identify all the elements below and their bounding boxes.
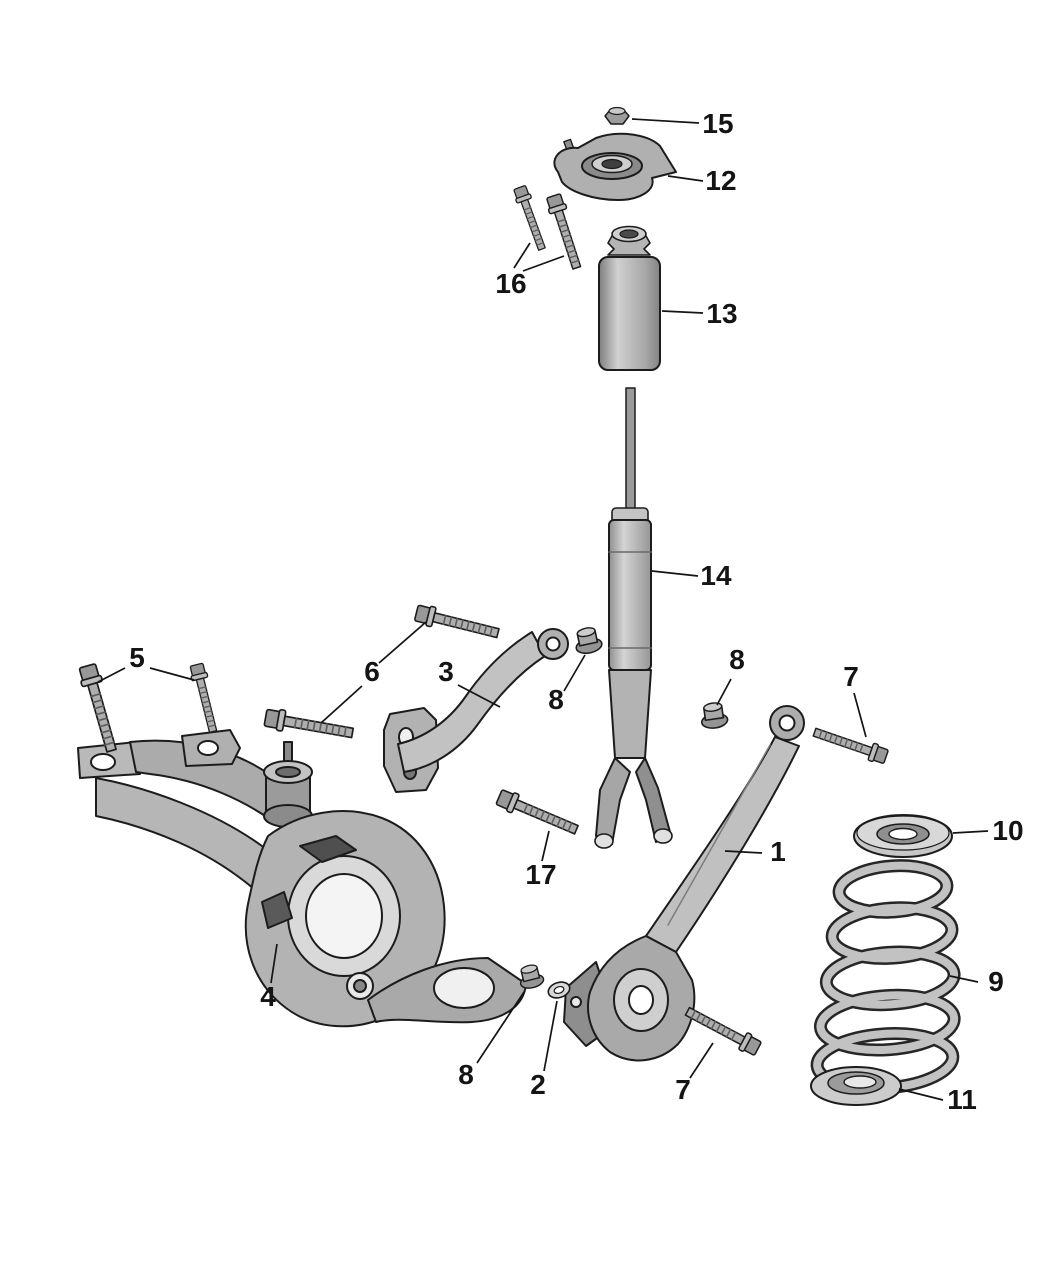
callout-13-dust-boot: 13 <box>706 298 737 329</box>
isolator-bottom-hole <box>843 1075 877 1089</box>
leader-line-8-nut <box>563 654 586 692</box>
knuckle-small-hole-inner <box>353 979 367 993</box>
lower-arm-eye-hole <box>778 714 796 732</box>
leader-line-3-upper-control-arm <box>457 684 501 708</box>
leader-line-16-bolt <box>522 255 565 272</box>
bolt-5-a <box>76 662 123 755</box>
leader-line-11-lower-spring-isolator <box>898 1088 944 1101</box>
clevis-eye-right <box>653 828 673 844</box>
bolt-16-b <box>544 192 587 272</box>
top-nut <box>604 106 630 125</box>
shock-absorber <box>594 387 673 849</box>
callout-7-bolt: 7 <box>675 1074 691 1105</box>
nut-8-c <box>516 962 546 992</box>
bolt-7-lower <box>682 1002 764 1058</box>
nut-8-b <box>698 700 730 731</box>
hub-opening <box>305 873 383 959</box>
leader-line-14-shock-absorber <box>651 570 699 577</box>
leader-line-7-bolt <box>853 692 867 738</box>
upper-arm-eye-hole <box>545 636 561 652</box>
shock-clevis-left <box>595 757 631 845</box>
leader-line-5-bolt <box>97 667 126 683</box>
clevis-eye-left <box>594 833 614 849</box>
boot-body <box>598 256 661 371</box>
callout-2-washer: 2 <box>530 1069 546 1100</box>
lower-arm-beam-ridge <box>667 744 771 926</box>
bolt-5-b <box>187 662 222 735</box>
lower-control-arm <box>563 705 805 1062</box>
callout-17-bolt: 17 <box>525 859 556 890</box>
leader-line-8-nut <box>476 991 525 1064</box>
bolt-6-lower <box>262 706 356 745</box>
leader-line-4-knuckle-assembly <box>270 943 278 984</box>
upper-shock-mount <box>553 132 677 201</box>
callout-9-coil-spring: 9 <box>988 966 1004 997</box>
callout-14-shock-absorber: 14 <box>700 560 732 591</box>
callout-8-nut: 8 <box>548 684 564 715</box>
washer-2 <box>547 981 571 999</box>
leader-line-13-dust-boot <box>661 310 704 314</box>
leader-line-17-bolt <box>541 830 550 862</box>
bushing-top-hole <box>275 766 301 778</box>
flat-arm-hole <box>433 967 495 1009</box>
top-nut-face <box>608 106 626 116</box>
coil-spring <box>810 859 961 1095</box>
leader-line-10-upper-spring-isolator <box>952 830 989 834</box>
callout-8-nut: 8 <box>729 644 745 675</box>
shock-rod <box>625 387 636 515</box>
leader-line-12-upper-shock-mount <box>667 175 704 182</box>
callout-10-upper-spring-isolator: 10 <box>992 815 1023 846</box>
upper-control-arm <box>383 628 569 793</box>
bolt-6-upper <box>413 602 502 644</box>
knuckle-web-1 <box>299 835 357 863</box>
callout-12-upper-shock-mount: 12 <box>705 165 736 196</box>
bolt-17 <box>494 786 582 840</box>
upper-arm-body <box>397 631 546 773</box>
leader-line-7-bolt <box>689 1042 714 1079</box>
shock-clevis-right <box>635 757 671 843</box>
callout-5-bolt: 5 <box>129 642 145 673</box>
washer-hole <box>553 985 565 995</box>
isolator-top-hole <box>888 827 918 841</box>
bracket-ring-hole <box>628 985 654 1015</box>
dust-boot <box>598 225 661 371</box>
callout-3-upper-control-arm: 3 <box>438 656 454 687</box>
leader-line-6-bolt <box>378 621 427 664</box>
upper-spring-isolator <box>853 814 953 858</box>
shock-lower-taper <box>608 669 652 759</box>
callout-8-nut: 8 <box>458 1059 474 1090</box>
leader-line-16-bolt <box>513 242 531 269</box>
lower-spring-isolator <box>810 1066 902 1106</box>
callout-11-lower-spring-isolator: 11 <box>947 1084 977 1115</box>
callout-1-lower-control-arm: 1 <box>770 836 786 867</box>
leader-line-6-bolt <box>320 685 363 724</box>
mount-tab-hole <box>90 753 116 771</box>
callout-4-knuckle-assembly: 4 <box>260 981 276 1012</box>
knuckle-web-2 <box>261 891 293 929</box>
bolt-16-a <box>511 184 550 253</box>
leader-line-2-washer <box>543 1000 558 1072</box>
knuckle-trailing-arm-assembly <box>77 729 527 1028</box>
leader-line-5-bolt <box>149 667 195 681</box>
mount-bearing-hole <box>601 158 623 170</box>
callout-6-bolt: 6 <box>364 656 380 687</box>
leader-line-15-nut <box>631 118 700 124</box>
side-plate-hole <box>570 996 582 1008</box>
leader-line-9-coil-spring <box>949 975 979 983</box>
callout-15-nut: 15 <box>702 108 733 139</box>
second-mount-hole <box>197 740 219 756</box>
callout-7-bolt: 7 <box>843 661 859 692</box>
callout-layer: 15 12 16 13 14 5 6 3 8 8 7 10 1 17 9 4 8 2 7 11 <box>97 108 1024 1115</box>
callout-16-bolt: 16 <box>495 268 526 299</box>
bolt-7-upper <box>810 722 890 767</box>
boot-top-hole <box>619 229 639 239</box>
nut-8-a <box>571 624 605 657</box>
leader-line-8-nut <box>716 678 732 706</box>
leader-line-1-lower-control-arm <box>724 850 763 854</box>
